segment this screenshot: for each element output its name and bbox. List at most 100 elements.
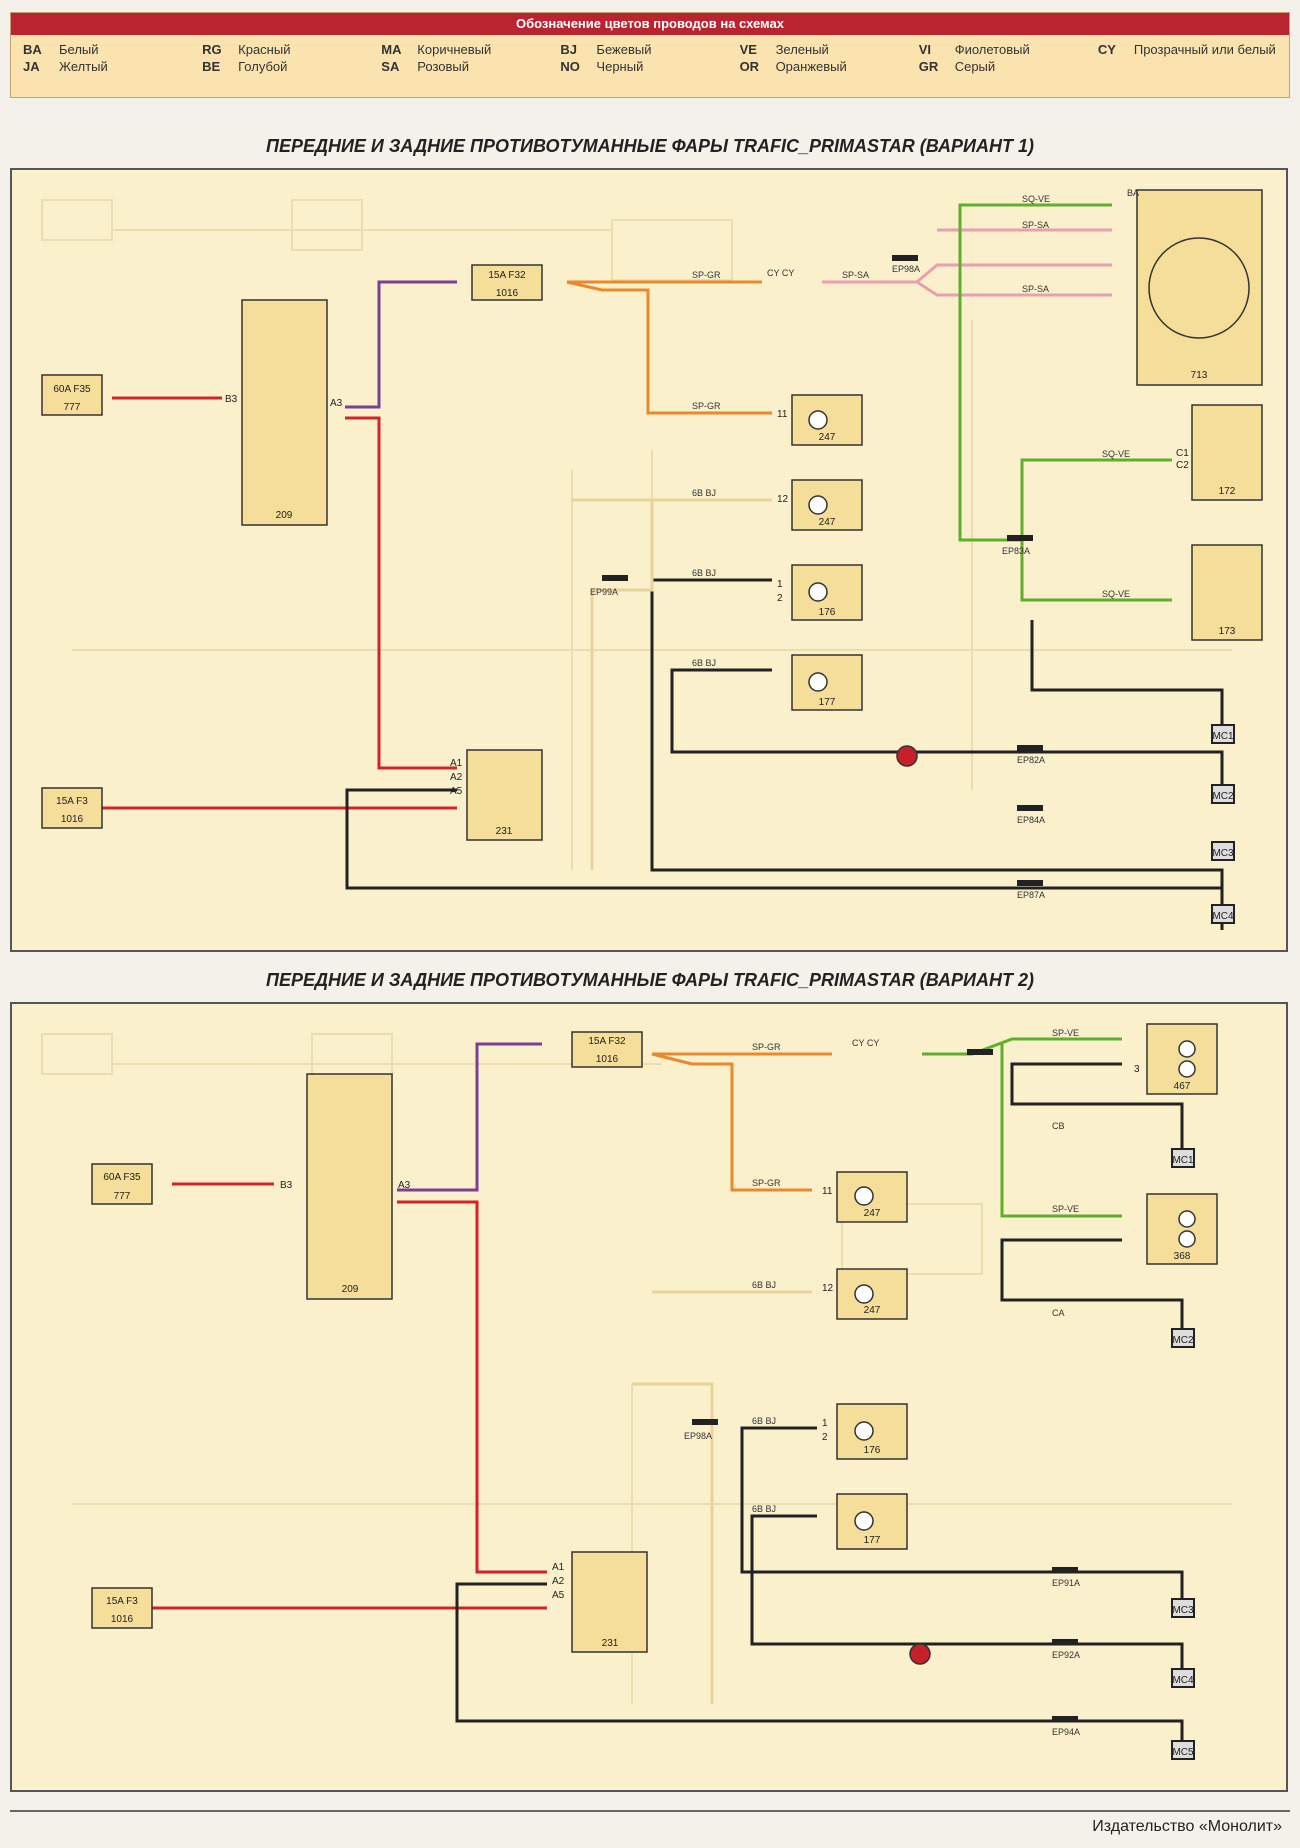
diagram-1-title: ПЕРЕДНИЕ И ЗАДНИЕ ПРОТИВОТУМАННЫЕ ФАРЫ T… xyxy=(266,136,1034,156)
wire-label: SP-VE xyxy=(1052,1028,1079,1038)
label-247b: 247 xyxy=(864,1305,881,1316)
label-231: 231 xyxy=(496,826,513,837)
component-172 xyxy=(1191,404,1263,501)
rear-lamp-icon xyxy=(854,1421,874,1441)
splice-label: EP84A xyxy=(1017,815,1045,825)
wire-label: SP-GR xyxy=(692,270,721,280)
grounds xyxy=(1211,724,1235,924)
label-172: 172 xyxy=(1219,486,1236,497)
wire-red-231 xyxy=(397,1200,547,1574)
wire-label: SP-GR xyxy=(692,401,721,411)
wire-label: BA xyxy=(1127,188,1139,198)
label-1016a: 1016 xyxy=(496,288,519,299)
fog-lamp-icon xyxy=(808,410,828,430)
label-mc2: MC2 xyxy=(1172,1335,1194,1346)
fuse-1016b: 15A F3 xyxy=(56,796,88,807)
ground-icon xyxy=(1211,784,1235,804)
splice-label: EP82A xyxy=(1017,755,1045,765)
grounds xyxy=(1171,1148,1195,1760)
splice-marker xyxy=(692,1419,718,1425)
rear-lamp-icon xyxy=(854,1511,874,1531)
component-231 xyxy=(466,749,543,841)
wire-color-legend: Обозначение цветов проводов на схемах BA… xyxy=(10,12,1290,98)
splice-marker xyxy=(1017,880,1043,886)
wire-orange-2 xyxy=(651,1052,812,1192)
wire-black-467 xyxy=(1010,1062,1184,1154)
ground-icon xyxy=(1171,1328,1195,1348)
component-467 xyxy=(1146,1023,1218,1095)
fuse-1016b: 15A F3 xyxy=(106,1596,138,1607)
label-176: 176 xyxy=(864,1445,881,1456)
wire-label: CB xyxy=(1052,1121,1065,1131)
splice-marker xyxy=(1052,1639,1078,1645)
label-231: 231 xyxy=(602,1638,619,1649)
label-mc5: MC5 xyxy=(1172,1747,1194,1758)
legend-title: Обозначение цветов проводов на схемах xyxy=(11,13,1289,35)
pin-label: B3 xyxy=(280,1180,293,1191)
label-mc4: MC4 xyxy=(1212,911,1234,922)
label-173: 173 xyxy=(1219,626,1236,637)
component-1016b xyxy=(91,1587,153,1629)
splice-label: EP99A xyxy=(590,587,618,597)
splices xyxy=(692,1049,1078,1722)
label-1016a: 1016 xyxy=(596,1054,619,1065)
pin-label: 11 xyxy=(777,409,788,420)
wire-label: SQ-VE xyxy=(1102,589,1130,599)
wire-labels: SP-GR SP-GR SP-SA SP-SA SP-SA SQ-VE SQ-V… xyxy=(590,188,1139,900)
wire-label: 6B BJ xyxy=(692,568,716,578)
background-traces xyxy=(41,199,1232,870)
label-mc3: MC3 xyxy=(1212,848,1234,859)
fog-lamp-icon xyxy=(854,1186,874,1206)
wire-orange-2 xyxy=(566,280,772,415)
splice-label: EP92A xyxy=(1052,1650,1080,1660)
component-1016a xyxy=(471,264,543,301)
wire-violet-a3 xyxy=(345,280,457,409)
label-mc3: MC3 xyxy=(1172,1605,1194,1616)
splice-label: EP83A xyxy=(1002,546,1030,556)
label-mc4: MC4 xyxy=(1172,1675,1194,1686)
ground-icon xyxy=(1211,841,1235,861)
publisher-credit: Издательство «Монолит» xyxy=(1092,1818,1282,1835)
component-1016a xyxy=(571,1031,643,1068)
wire-label: SP-VE xyxy=(1052,1204,1079,1214)
component-231 xyxy=(571,1551,648,1653)
component-173 xyxy=(1191,544,1263,641)
wire-label: SP-SA xyxy=(1022,220,1049,230)
lamp-icon xyxy=(1178,1060,1196,1078)
wire-green-2 xyxy=(1020,540,1172,602)
label-209: 209 xyxy=(276,510,293,521)
wire-label: SP-GR xyxy=(752,1178,781,1188)
wire-black-4 xyxy=(345,788,1224,910)
rear-lamp-icon xyxy=(808,582,828,602)
pin-label: C2 xyxy=(1176,460,1189,471)
pin-label: A2 xyxy=(552,1576,565,1587)
label-176: 176 xyxy=(819,607,836,618)
wire-beige-2 xyxy=(572,498,654,870)
pin-label: 2 xyxy=(822,1432,828,1443)
wire-green-1 xyxy=(922,1037,1122,1056)
splices xyxy=(602,255,1043,886)
fuse-1016a: 15A F32 xyxy=(588,1036,626,1047)
pin-label: 12 xyxy=(777,494,789,505)
wire-label: 6B BJ xyxy=(752,1416,776,1426)
lamp-icon xyxy=(1178,1040,1196,1058)
wire-label: CY CY xyxy=(767,268,794,278)
label-467: 467 xyxy=(1174,1081,1191,1092)
wire-label: CA xyxy=(1052,1308,1065,1318)
label-1016b: 1016 xyxy=(111,1614,134,1625)
wire-label: 6B BJ xyxy=(752,1504,776,1514)
fuse-777: 60A F35 xyxy=(103,1172,141,1183)
splice-label: EP98A xyxy=(684,1431,712,1441)
wire-black-1 xyxy=(1030,620,1224,730)
wire-pink-2 xyxy=(916,280,1112,297)
